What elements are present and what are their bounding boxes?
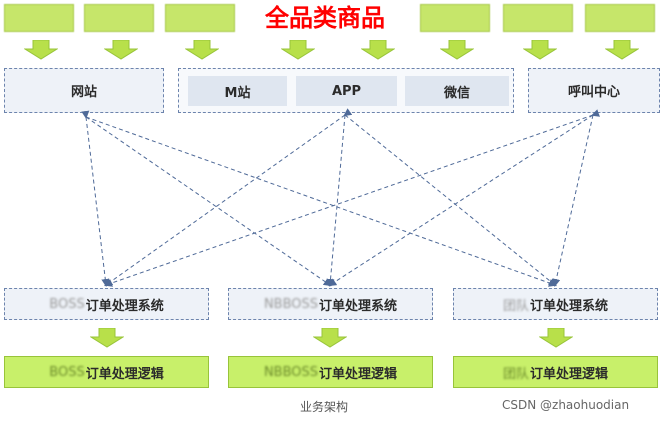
headline-all-category-goods: 全品类商品 bbox=[265, 4, 385, 32]
arrow-top-2 bbox=[104, 40, 138, 60]
blurred-system-prefix-right: 团队 bbox=[502, 298, 529, 314]
channel-call-center: 呼叫中心 bbox=[528, 68, 660, 113]
top-tag-6 bbox=[585, 4, 655, 32]
arrow-top-6 bbox=[440, 40, 474, 60]
logic-middle: NBBOSS 订单处理逻辑 bbox=[228, 356, 433, 388]
top-tag-3 bbox=[165, 4, 235, 32]
logic-right: 团队 订单处理逻辑 bbox=[453, 356, 658, 388]
arrow-top-1 bbox=[24, 40, 58, 60]
csdn-watermark: CSDN @zhaohuodian bbox=[502, 398, 630, 412]
system-left: BOSS 订单处理系统 bbox=[4, 288, 209, 320]
channel-wechat: 微信 bbox=[405, 76, 509, 106]
top-tag-5 bbox=[503, 4, 573, 32]
system-middle: NBBOSS 订单处理系统 bbox=[228, 288, 433, 320]
top-tag-1 bbox=[4, 4, 74, 32]
blurred-logic-prefix-middle: NBBOSS bbox=[263, 364, 319, 380]
arrow-lower-left bbox=[90, 328, 124, 348]
blurred-system-prefix-left: BOSS bbox=[49, 296, 85, 312]
channel-website: 网站 bbox=[4, 68, 164, 113]
logic-left: BOSS 订单处理逻辑 bbox=[4, 356, 209, 388]
top-tag-2 bbox=[84, 4, 154, 32]
blurred-logic-prefix-left: BOSS bbox=[49, 364, 85, 380]
arrow-top-7 bbox=[523, 40, 557, 60]
blurred-system-prefix-middle: NBBOSS bbox=[263, 296, 319, 312]
arrow-top-4 bbox=[281, 40, 315, 60]
top-tag-4 bbox=[420, 4, 490, 32]
arrow-lower-middle bbox=[313, 328, 347, 348]
blurred-logic-prefix-right: 团队 bbox=[502, 366, 529, 382]
arrow-top-3 bbox=[185, 40, 219, 60]
channel-app: APP bbox=[296, 76, 397, 106]
arrow-lower-right bbox=[539, 328, 573, 348]
channel-m-site: M站 bbox=[188, 76, 287, 106]
system-right: 团队 订单处理系统 bbox=[453, 288, 658, 320]
arrow-top-8 bbox=[605, 40, 639, 60]
diagram-caption: 业务架构 bbox=[300, 400, 349, 414]
arrow-top-5 bbox=[361, 40, 395, 60]
